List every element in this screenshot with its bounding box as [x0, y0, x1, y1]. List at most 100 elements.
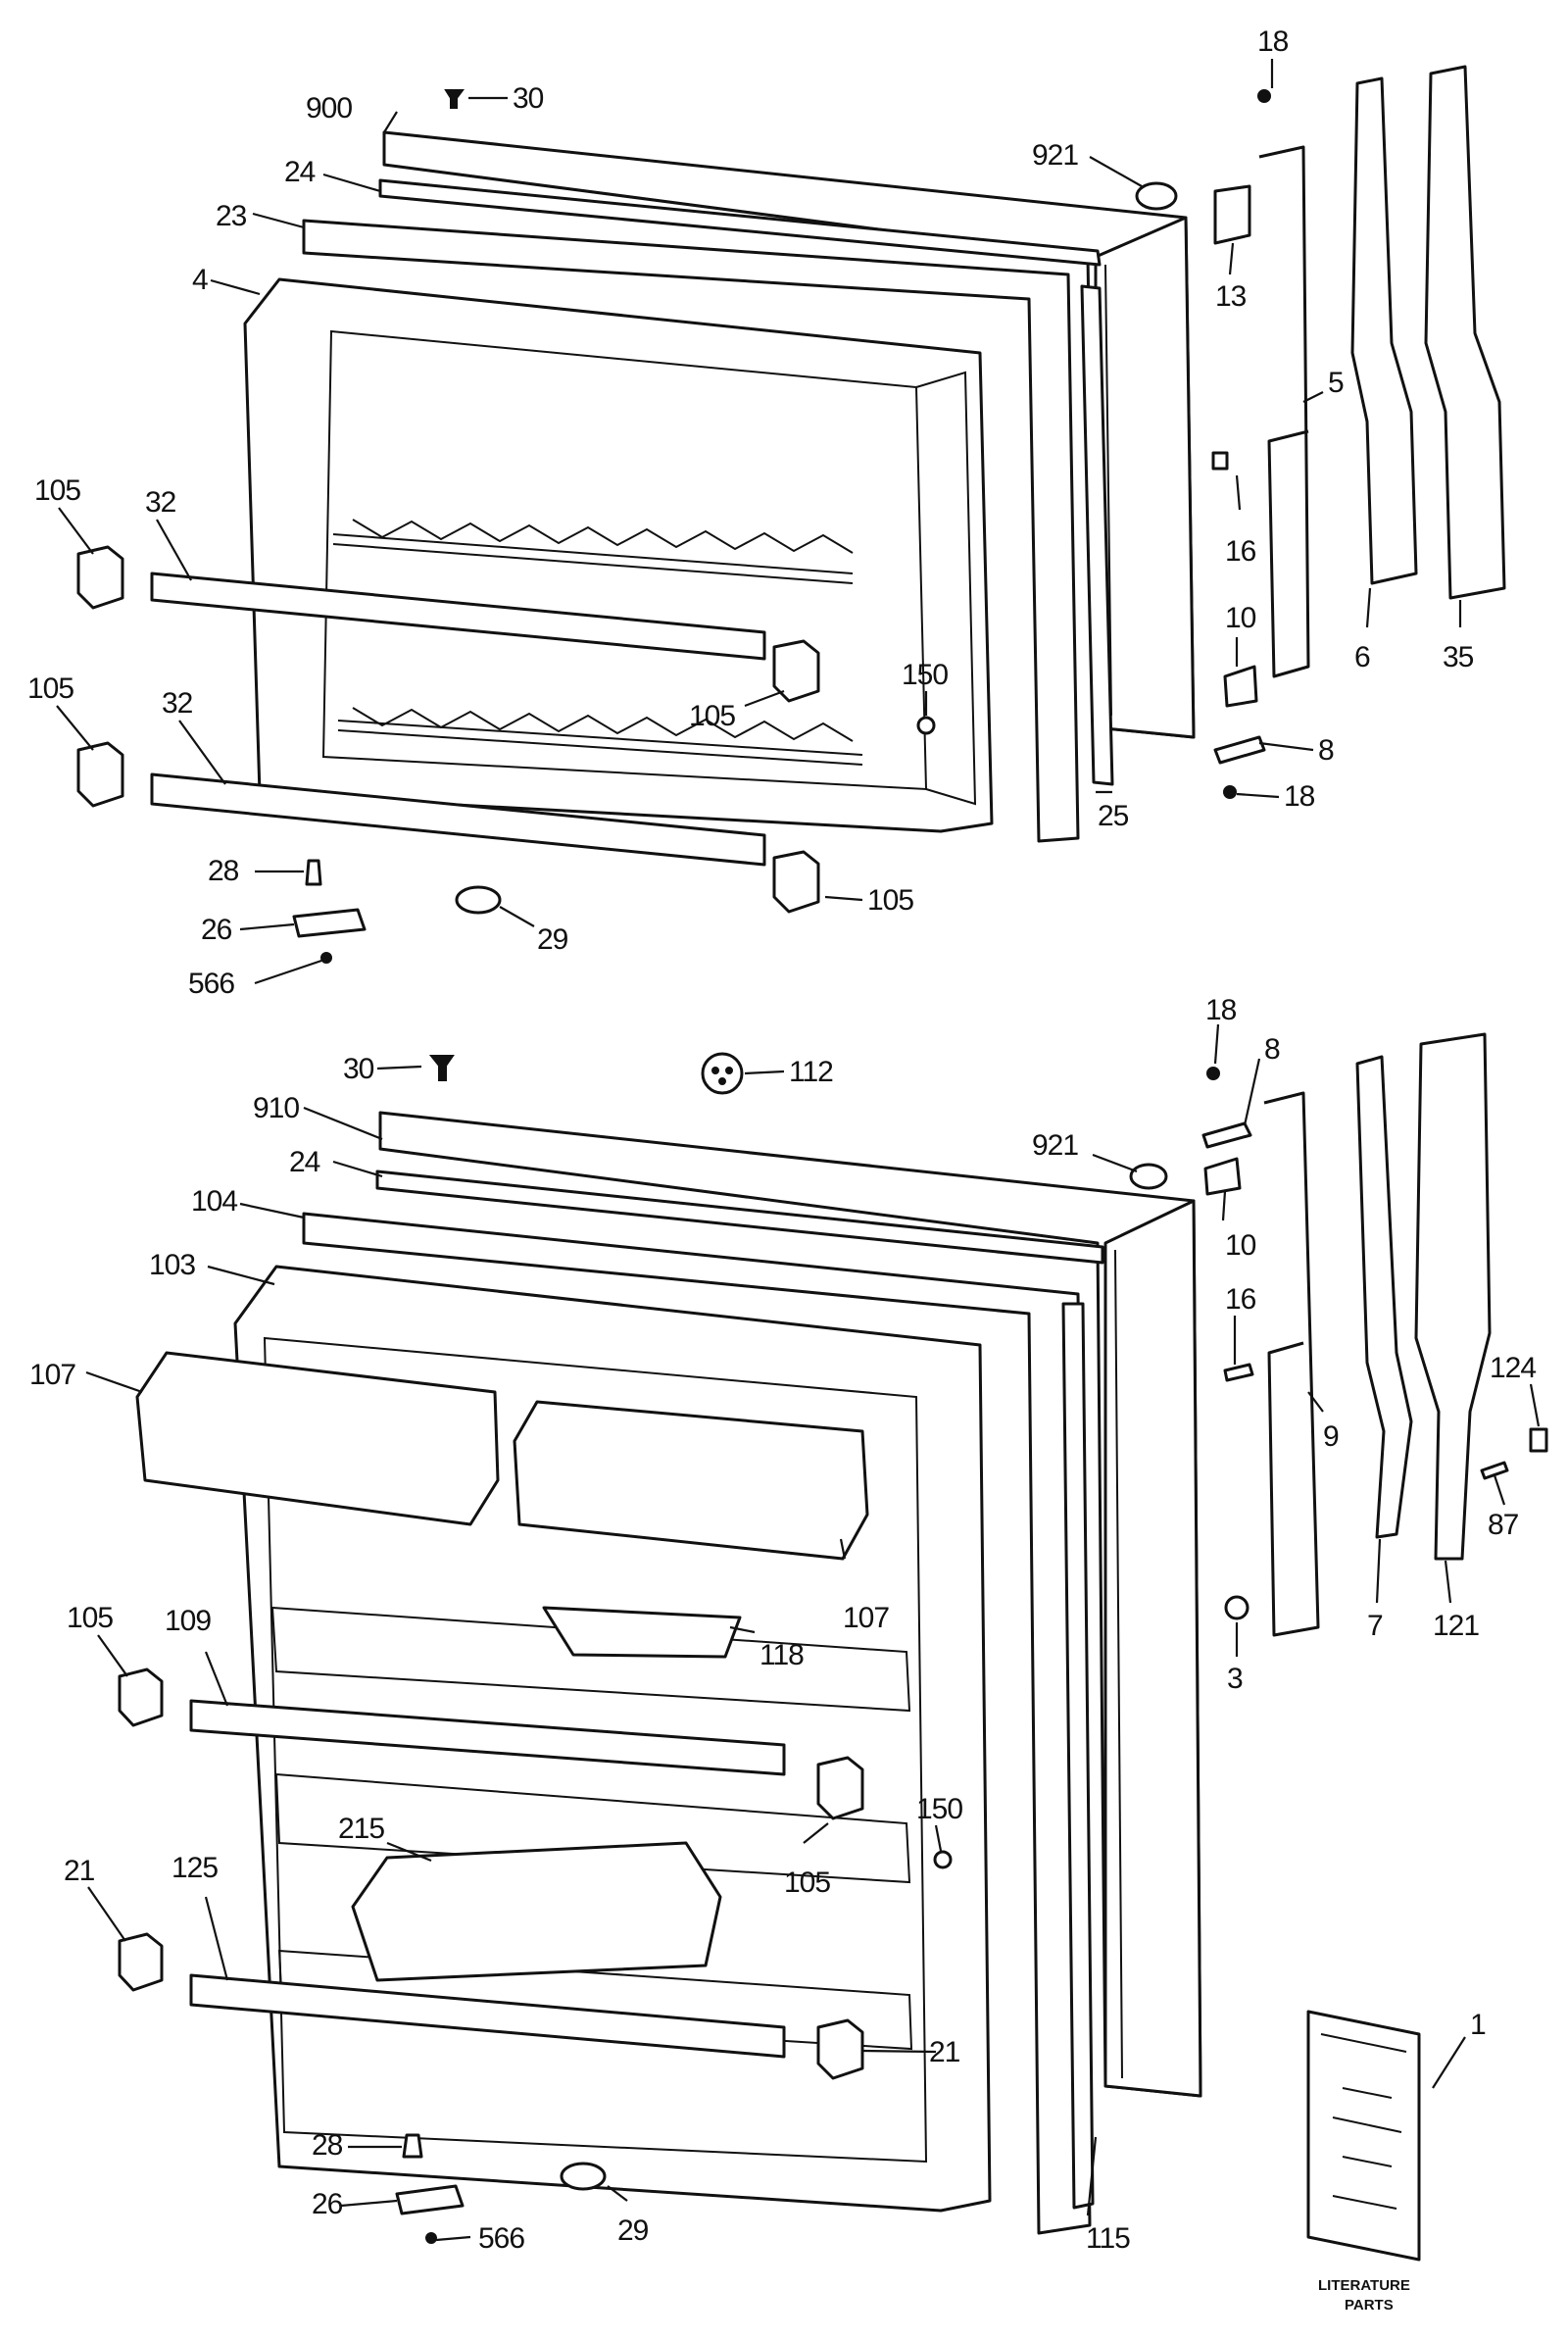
bracket-124: [1529, 1427, 1548, 1453]
door-stop-9: [1263, 1091, 1320, 1637]
plug-29: [560, 2162, 607, 2191]
label-24: 24: [284, 156, 316, 188]
screw-icon: [425, 2232, 437, 2244]
label-215: 215: [338, 1813, 384, 1845]
label-107: 107: [843, 1602, 889, 1634]
label-910: 910: [253, 1092, 299, 1124]
breaker-strip: [1080, 284, 1114, 786]
door-stop: [1258, 145, 1310, 678]
label-13: 13: [1215, 280, 1247, 313]
label-109: 109: [165, 1605, 211, 1637]
shelf-clip-icon: [76, 545, 124, 610]
label-25: 25: [1098, 800, 1129, 832]
label-121: 121: [1433, 1610, 1479, 1642]
label-26: 26: [312, 2188, 343, 2220]
door-bin-215: [351, 1841, 722, 1982]
screw-icon: [1211, 451, 1229, 471]
label-26: 26: [201, 914, 232, 946]
literature-booklet: [1306, 2010, 1421, 2262]
label-566: 566: [478, 2222, 524, 2255]
label-1: 1: [1470, 2009, 1486, 2041]
screw-icon: [1223, 1363, 1254, 1382]
screw-icon: [1257, 89, 1271, 103]
label-23: 23: [216, 200, 247, 232]
door-liner: [302, 1212, 1092, 2235]
label-28: 28: [312, 2129, 343, 2162]
cam-icon: [933, 1850, 953, 1869]
label-105: 105: [867, 884, 913, 917]
label-124: 124: [1490, 1352, 1536, 1384]
label-18: 18: [1257, 25, 1289, 58]
hinge-plate-26: [292, 908, 367, 938]
shelf-bar-109: [189, 1699, 786, 1776]
label-30: 30: [513, 82, 544, 115]
label-566: 566: [188, 968, 234, 1000]
cam-icon: [916, 716, 936, 735]
shelf-bar-lower: [150, 772, 766, 867]
label-9: 9: [1323, 1420, 1339, 1453]
breaker-strip: [1061, 1302, 1095, 2210]
label-28: 28: [208, 855, 239, 887]
label-118: 118: [760, 1639, 804, 1671]
label-150: 150: [902, 659, 948, 691]
shelf-clip-icon: [816, 2018, 864, 2080]
shelf-clip-icon: [76, 741, 124, 808]
shelf-clip-icon: [118, 1932, 164, 1992]
label-105: 105: [27, 672, 74, 705]
label-29: 29: [617, 2215, 649, 2247]
label-105: 105: [784, 1866, 830, 1899]
screw-87: [1480, 1461, 1509, 1480]
label-5: 5: [1328, 367, 1344, 399]
plug-icon: [1129, 1163, 1168, 1190]
screw-icon: [428, 1055, 455, 1081]
label-105: 105: [689, 700, 735, 732]
label-32: 32: [162, 687, 193, 720]
label-8: 8: [1318, 734, 1334, 767]
label-6: 6: [1354, 641, 1370, 673]
hinge-arm-121: [1414, 1032, 1492, 1561]
hinge-plate-8: [1201, 1121, 1252, 1149]
label-35: 35: [1443, 641, 1474, 673]
shelf-clip-icon: [772, 850, 820, 914]
screw-icon: [1206, 1067, 1220, 1080]
door-gasket: [375, 1170, 1104, 1265]
shelf-clip-icon: [816, 1756, 864, 1820]
fresh-food-door-assembly: LITERATURE PARTS: [118, 1032, 1548, 2314]
hinge-arm-6: [1350, 76, 1418, 585]
label-112: 112: [789, 1056, 833, 1088]
shelf-ribs-lower: [337, 707, 863, 766]
label-8: 8: [1264, 1033, 1280, 1066]
egg-tray: [542, 1606, 742, 1659]
shelf-bar-125: [189, 1973, 786, 2059]
label-921: 921: [1032, 139, 1078, 172]
label-32: 32: [145, 486, 176, 519]
label-107: 107: [29, 1359, 75, 1391]
label-900: 900: [306, 92, 352, 124]
label-115: 115: [1086, 2222, 1130, 2255]
label-30: 30: [343, 1053, 374, 1085]
label-125: 125: [172, 1852, 218, 1884]
plug-112: [701, 1052, 744, 1095]
hinge-plate-26: [395, 2184, 465, 2215]
label-29: 29: [537, 923, 568, 956]
door-liner: [302, 219, 1080, 843]
label-104: 104: [191, 1185, 237, 1218]
shelf-clip-icon: [118, 1667, 164, 1727]
label-18: 18: [1205, 994, 1237, 1026]
bushing-3: [1224, 1595, 1250, 1620]
door-stop-10: [1223, 665, 1258, 708]
cam-28: [305, 859, 322, 886]
freezer-door-assembly: [76, 65, 1506, 964]
label-21: 21: [929, 2036, 960, 2068]
cam-28: [402, 2133, 423, 2159]
shelf-bar-upper: [150, 572, 766, 661]
label-10: 10: [1225, 1229, 1256, 1262]
screw-icon: [1223, 785, 1237, 799]
label-4: 4: [192, 264, 208, 296]
callout-labels-top: 900 30 24 23 4 921 18 13 5 16 10 6 35 8 …: [27, 25, 1475, 1000]
screw-icon: [444, 89, 465, 109]
callout-labels-bottom: 30 112 910 24 104 103 107 107 921 18 8 1…: [29, 994, 1537, 2255]
literature-label-2: PARTS: [1345, 2297, 1394, 2314]
label-7: 7: [1367, 1610, 1383, 1642]
